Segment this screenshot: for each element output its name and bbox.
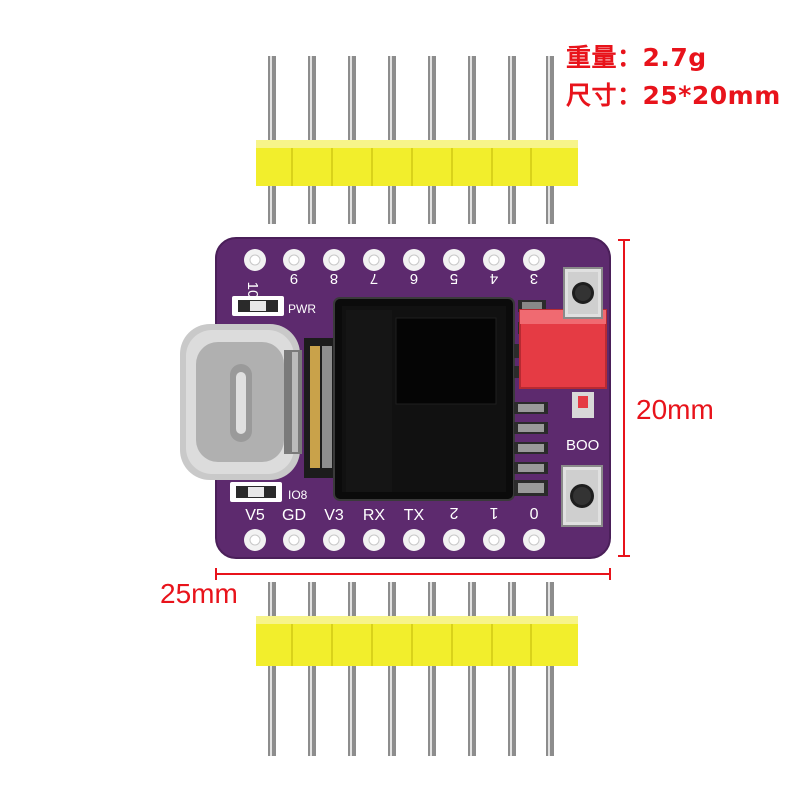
- top-hole-3: [368, 254, 380, 266]
- bottom-hole-1: [288, 534, 300, 546]
- bottom-pin-label-3: RX: [363, 507, 386, 524]
- io8-led: [230, 482, 282, 502]
- bottom-pin-header: [256, 582, 578, 756]
- top-pin-label-5: 4: [490, 270, 498, 287]
- top-through-holes: [244, 249, 545, 271]
- bottom-through-holes: [244, 529, 545, 551]
- bottom-pin-label-1: GD: [282, 507, 306, 524]
- bottom-header-pin-shine-1: [310, 582, 312, 756]
- bottom-header-pin-shine-4: [430, 582, 432, 756]
- width-dimension-line: [215, 568, 611, 580]
- top-pin-label-6: 3: [530, 270, 538, 287]
- bottom-hole-4: [408, 534, 420, 546]
- bottom-pin-label-7: 0: [529, 504, 538, 521]
- height-dimension-line: [618, 239, 630, 557]
- oled-display: [333, 297, 515, 501]
- bottom-header-pin-shine-7: [548, 582, 550, 756]
- top-header-block-highlight: [256, 140, 578, 148]
- bottom-hole-6: [488, 534, 500, 546]
- io8-led-label: IO8: [288, 488, 308, 502]
- corner-pin-label: 10: [244, 282, 261, 299]
- bottom-pin-labels: V5 GD V3 RX TX 2 1 0: [245, 504, 538, 524]
- bottom-pin-label-4: TX: [404, 507, 425, 524]
- bottom-pin-label-0: V5: [245, 507, 265, 524]
- top-hole-0: [249, 254, 261, 266]
- top-pin-header: [256, 56, 578, 224]
- size-spec: 尺寸：25*20mm: [566, 81, 781, 110]
- top-hole-4: [408, 254, 420, 266]
- top-pin-labels: 9 8 7 6 5 4 3: [290, 270, 538, 287]
- oled-flex-connector: [304, 338, 338, 478]
- bottom-hole-0: [249, 534, 261, 546]
- boot-button: [561, 465, 603, 527]
- power-led: [232, 296, 284, 316]
- top-hole-6: [488, 254, 500, 266]
- bottom-header-pin-shine-5: [470, 582, 472, 756]
- top-hole-7: [528, 254, 540, 266]
- height-dimension-label: 20mm: [636, 394, 714, 425]
- top-pin-label-3: 6: [410, 270, 418, 287]
- bottom-hole-7: [528, 534, 540, 546]
- bottom-header-plastic-block: [256, 616, 578, 666]
- bottom-pin-label-5: 2: [449, 504, 458, 521]
- usb-c-connector: [180, 324, 302, 480]
- width-dimension-label: 25mm: [160, 578, 238, 609]
- bottom-pin-label-2: V3: [324, 507, 344, 524]
- weight-spec: 重量：2.7g: [566, 43, 707, 72]
- top-pin-label-1: 8: [330, 270, 338, 287]
- top-hole-2: [328, 254, 340, 266]
- bottom-hole-5: [448, 534, 460, 546]
- bottom-header-pin-shine-2: [350, 582, 352, 756]
- top-pin-label-4: 5: [450, 270, 458, 287]
- bottom-pin-label-6: 1: [489, 504, 498, 521]
- bottom-hole-2: [328, 534, 340, 546]
- bottom-header-pin-shine-0: [270, 582, 272, 756]
- power-led-label: PWR: [288, 302, 316, 316]
- top-pin-label-2: 7: [370, 270, 378, 287]
- top-hole-1: [288, 254, 300, 266]
- top-pin-label-0: 9: [290, 270, 298, 287]
- boot-label: BOO: [566, 437, 599, 454]
- bottom-header-pin-shine-6: [510, 582, 512, 756]
- reset-button: [563, 267, 603, 319]
- bottom-hole-3: [368, 534, 380, 546]
- top-hole-5: [448, 254, 460, 266]
- bottom-header-pin-shine-3: [390, 582, 392, 756]
- bottom-header-block-highlight: [256, 616, 578, 624]
